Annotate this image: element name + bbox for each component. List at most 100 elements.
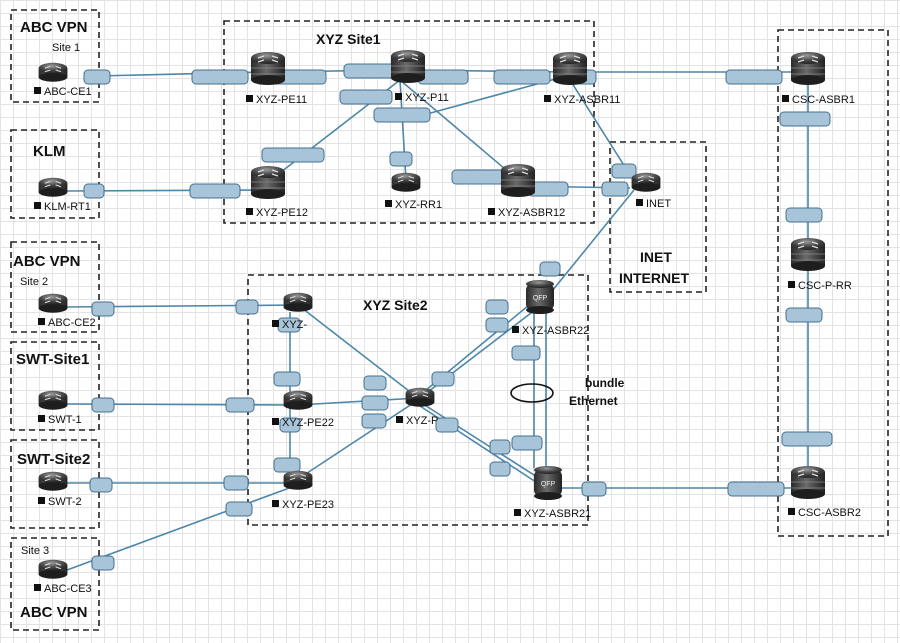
interface-badge [235, 299, 259, 315]
regions [10, 9, 889, 631]
region-abc-vpn-3 [10, 537, 100, 631]
node-marker-icon [396, 416, 403, 423]
interface-badge [511, 435, 543, 451]
interface-badge [91, 301, 115, 317]
router-icon [283, 390, 313, 410]
node-marker-icon [38, 318, 45, 325]
node-label: XYZ-PE12 [256, 207, 308, 219]
interface-badge [581, 481, 607, 497]
router-icon [38, 390, 68, 410]
interface-badge [485, 317, 509, 333]
node-label: KLM-RT1 [44, 201, 91, 213]
ports [83, 63, 833, 571]
node-marker-icon [246, 208, 253, 215]
region-csc [777, 29, 889, 537]
node-marker-icon [272, 500, 279, 507]
node-label: ABC-CE2 [48, 317, 96, 329]
node-label: CSC-ASBR1 [792, 94, 855, 106]
interface-badge [611, 163, 637, 179]
router-icon [391, 172, 421, 192]
interface-badge [485, 299, 509, 315]
node-marker-icon [246, 95, 253, 102]
router-icon [38, 62, 68, 82]
router-icon [791, 238, 825, 271]
region-abc-vpn-2 [10, 241, 100, 333]
xyz-asbr11-node[interactable]: XYZ-ASBR11 [544, 52, 620, 106]
router-icon [251, 166, 285, 199]
klm-rt1-node[interactable]: KLM-RT1 [34, 177, 91, 213]
node-label: XYZ-PE22 [282, 417, 334, 429]
interface-badge [539, 261, 561, 277]
abc-ce1-node[interactable]: ABC-CE1 [34, 62, 92, 98]
node-marker-icon [395, 93, 402, 100]
xyz-pe12-node[interactable]: XYZ-PE12 [246, 166, 308, 219]
interface-badge [417, 69, 469, 85]
node-marker-icon [34, 584, 41, 591]
qfp-router-icon: QFP [526, 280, 554, 314]
region-subtitle: Site 1 [52, 42, 80, 54]
xyz-pe11-node[interactable]: XYZ-PE11 [246, 52, 307, 106]
region-subtitle: Site 3 [21, 545, 49, 557]
interface-badge [339, 89, 393, 105]
xyz-p11-node[interactable]: XYZ-P11 [391, 50, 449, 104]
interface-badge [91, 555, 115, 571]
interface-badge [373, 107, 431, 123]
interface-badge [89, 477, 113, 493]
interface-badge [273, 457, 301, 473]
interface-badge [279, 417, 301, 433]
router-icon [38, 559, 68, 579]
abc-ce3-node[interactable]: ABC-CE3 [34, 559, 92, 595]
interface-badge [431, 371, 455, 387]
interface-badge [725, 69, 783, 85]
node-marker-icon [788, 281, 795, 288]
csc-asbr1-node[interactable]: CSC-ASBR1 [782, 52, 855, 106]
node-label: XYZ-PE11 [256, 94, 307, 106]
node-label: XYZ- [282, 319, 307, 331]
region-title: KLM [33, 143, 66, 160]
xyz-pe22-node[interactable]: XYZ-PE22 [272, 390, 334, 429]
swt-2-node[interactable]: SWT-2 [38, 471, 82, 508]
node-label: XYZ-ASBR11 [554, 94, 620, 106]
xyz-pe23-node[interactable]: XYZ-PE23 [272, 470, 334, 511]
region-inet [609, 141, 707, 293]
region-subtitle: INTERNET [619, 270, 689, 286]
node-marker-icon [385, 200, 392, 207]
interface-badge [91, 397, 115, 413]
node-label: ABC-CE1 [44, 86, 92, 98]
swt-1-node[interactable]: SWT-1 [38, 390, 82, 426]
csc-p-rr-node[interactable]: CSC-P-RR [788, 238, 852, 292]
xyz-asbr12-node[interactable]: XYZ-ASBR12 [488, 164, 565, 219]
interface-badge [191, 69, 249, 85]
node-marker-icon [512, 326, 519, 333]
router-icon [38, 471, 68, 491]
node-label: XYZ-PE23 [282, 499, 334, 511]
inet-rtr-node[interactable]: INET [631, 172, 672, 210]
csc-asbr2-node[interactable]: CSC-ASBR2 [788, 466, 861, 519]
region-title: SWT-Site2 [17, 451, 90, 468]
router-icon [38, 293, 68, 313]
node-label: SWT-2 [48, 496, 82, 508]
qfp-router-icon: QFP [534, 466, 562, 500]
region-abc-vpn-1 [10, 9, 100, 103]
abc-ce2-node[interactable]: ABC-CE2 [38, 293, 96, 329]
xyz-rr1-node[interactable]: XYZ-RR1 [385, 172, 442, 211]
router-icon [283, 292, 313, 312]
bundle-label-2: Ethernet [569, 394, 618, 408]
interface-badge [273, 371, 301, 387]
xyz-pe21-node[interactable]: XYZ- [272, 292, 313, 331]
node-marker-icon [34, 87, 41, 94]
router-icon [791, 52, 825, 85]
interface-badge [389, 151, 413, 167]
node-marker-icon [544, 95, 551, 102]
interface-badge [511, 345, 541, 361]
xyz-p2-node[interactable]: XYZ-P [396, 387, 438, 427]
region-klm [10, 129, 100, 219]
node-label: INET [646, 198, 671, 210]
node-marker-icon [636, 199, 643, 206]
interface-badge [261, 147, 325, 163]
router-icon [283, 470, 313, 490]
node-marker-icon [488, 208, 495, 215]
region-title: XYZ Site1 [316, 31, 381, 47]
